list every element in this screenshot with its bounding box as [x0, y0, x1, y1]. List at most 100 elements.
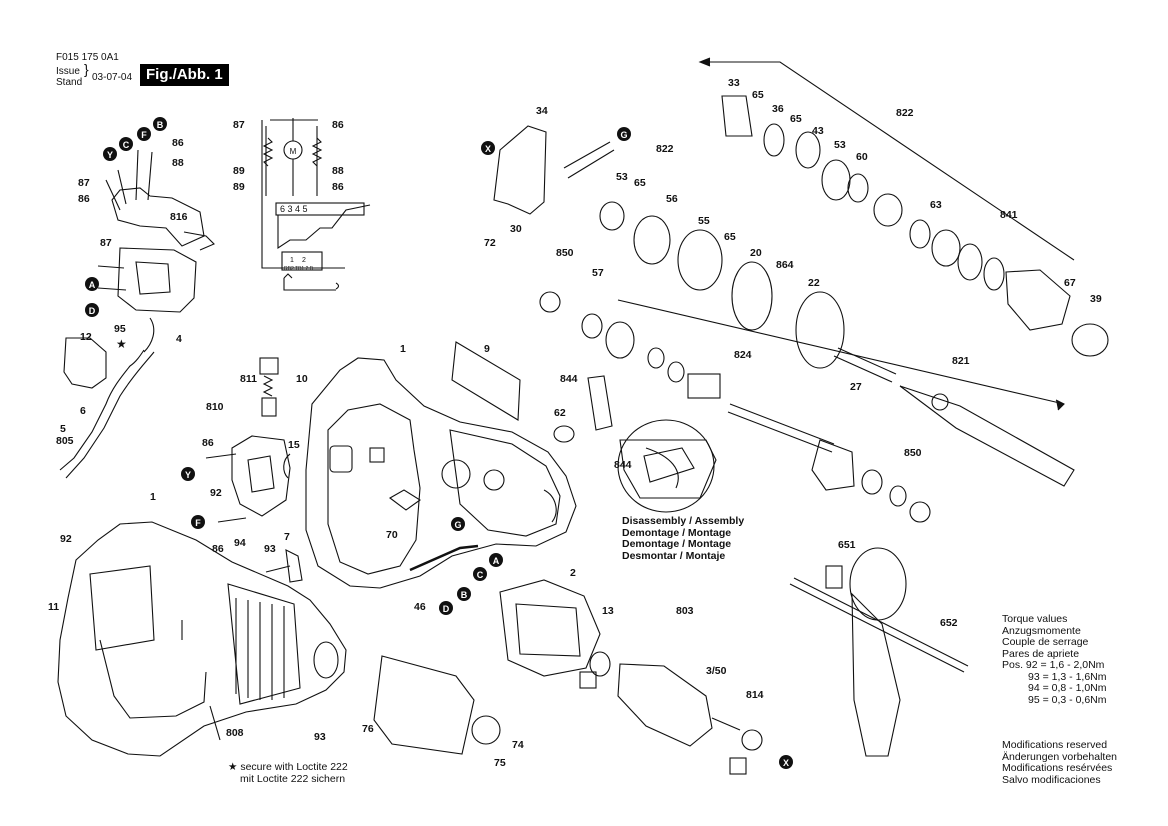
- switch-contact-2: 2: [302, 257, 306, 264]
- svg-text:D: D: [443, 604, 450, 614]
- svg-text:B: B: [461, 590, 468, 600]
- label-805: 805: [56, 435, 74, 447]
- svg-text:X: X: [783, 758, 789, 768]
- label-76: 76: [362, 723, 374, 735]
- callout-c-top: C: [119, 137, 133, 151]
- label-60: 60: [856, 151, 868, 163]
- svg-text:X: X: [485, 144, 491, 154]
- label-1b: 1: [150, 491, 156, 503]
- label-816: 816: [170, 211, 188, 223]
- label-92: 92: [210, 487, 222, 499]
- brush-holder: [205, 357, 303, 583]
- label-36: 36: [772, 103, 784, 115]
- switch-assembly: [59, 149, 215, 479]
- label-844b: 844: [614, 459, 632, 471]
- label-652: 652: [940, 617, 958, 629]
- label-63: 63: [930, 199, 942, 211]
- assembly-line-de: Demontage / Montage: [622, 526, 732, 539]
- label-821: 821: [952, 355, 970, 367]
- label-1: 1: [400, 343, 406, 355]
- armature: [499, 579, 763, 775]
- switch-contact-1: 1: [290, 257, 294, 264]
- label-850: 850: [556, 247, 574, 259]
- label-5: 5: [60, 423, 66, 435]
- label-86f: 86: [212, 543, 224, 555]
- label-3-50: 3/50: [706, 665, 727, 677]
- label-850b: 850: [904, 447, 922, 459]
- svg-text:F: F: [195, 518, 201, 528]
- svg-text:Y: Y: [185, 470, 191, 480]
- label-33: 33: [728, 77, 740, 89]
- depth-bracket: [493, 125, 547, 215]
- letter-callouts: Y C F B A D Y F X G G A C B D X: [85, 117, 793, 769]
- modifications-note: Modifications reserved Änderungen vorbeh…: [1002, 739, 1118, 786]
- label-87c: 87: [100, 237, 112, 249]
- auxiliary-handle: [789, 547, 969, 757]
- svg-text:Y: Y: [107, 150, 113, 160]
- label-808: 808: [226, 727, 244, 739]
- label-94: 94: [234, 537, 246, 549]
- loctite-line-en: secure with Loctite 222: [240, 761, 348, 773]
- disassembly-note: Disassembly / Assembly Demontage / Monta…: [622, 515, 745, 562]
- cable-clamp: [63, 337, 107, 389]
- label-6: 6: [80, 405, 86, 417]
- assembly-line-en: Disassembly / Assembly: [622, 515, 745, 527]
- document-number: F015 175 0A1: [56, 52, 119, 63]
- modifications-fr: Modifications resérvées: [1002, 762, 1113, 774]
- label-2: 2: [570, 567, 576, 579]
- label-62: 62: [554, 407, 566, 419]
- brace: }: [84, 61, 89, 77]
- label-11: 11: [48, 601, 59, 613]
- label-27: 27: [850, 381, 862, 393]
- svg-text:A: A: [493, 556, 500, 566]
- torque-pos-94: 94 = 0,8 - 1,0Nm: [1028, 682, 1107, 694]
- power-cable: [59, 349, 145, 471]
- disassembly-inset: [617, 419, 715, 513]
- label-811: 811: [240, 373, 257, 385]
- field-coil-left: [262, 137, 274, 167]
- assembly-line-fr: Demontage / Montage: [622, 538, 732, 550]
- loctite-line-de: mit Loctite 222 sichern: [240, 772, 346, 785]
- label-88b: 88: [172, 157, 184, 169]
- modifications-de: Änderungen vorbehalten: [1002, 750, 1118, 763]
- label-87: 87: [233, 119, 245, 131]
- label-12: 12: [80, 331, 92, 343]
- callout-f-top: F: [137, 127, 151, 141]
- svg-text:C: C: [123, 140, 130, 150]
- callout-x-bottom: X: [779, 755, 793, 769]
- label-9: 9: [484, 343, 490, 355]
- svg-text:B: B: [157, 120, 164, 130]
- label-74: 74: [512, 739, 524, 751]
- label-86e: 86: [202, 437, 214, 449]
- motor-letter: M: [290, 147, 297, 156]
- assembly-line-es: Desmontar / Montaje: [622, 549, 726, 562]
- retaining-ring: [471, 715, 501, 745]
- callout-f-mid: F: [191, 515, 205, 529]
- label-10: 10: [296, 373, 308, 385]
- callout-g-mid: Y: [181, 467, 195, 481]
- label-15: 15: [288, 439, 300, 451]
- callout-a-left: A: [85, 277, 99, 291]
- label-810: 810: [206, 401, 224, 413]
- torque-pos-95: 95 = 0,3 - 0,6Nm: [1028, 693, 1107, 706]
- part-number-labels: 87 86 89 89 88 86 86 88 87 86 816 87 95 …: [48, 77, 1102, 769]
- label-75: 75: [494, 757, 506, 769]
- torque-title-en: Torque values: [1002, 613, 1068, 625]
- label-4: 4: [176, 333, 182, 345]
- label-87b: 87: [78, 177, 90, 189]
- modifications-en: Modifications reserved: [1002, 739, 1108, 751]
- label-72: 72: [484, 237, 496, 249]
- label-92b: 92: [60, 533, 72, 545]
- loctite-star-marker: ★: [116, 337, 127, 351]
- label-93b: 93: [314, 731, 326, 743]
- label-86b: 86: [332, 181, 344, 193]
- switch-codes: RB2 TB1 2 B: [284, 266, 314, 272]
- svg-text:D: D: [89, 306, 96, 316]
- label-86: 86: [332, 119, 344, 131]
- gasket: [373, 655, 475, 755]
- terminal-numbers: 6 3 4 5: [280, 204, 308, 214]
- gear-housing: [305, 357, 577, 589]
- wiring-schematic: [261, 118, 371, 291]
- torque-pos-92: Pos. 92 = 1,6 - 2,0Nm: [1002, 659, 1105, 671]
